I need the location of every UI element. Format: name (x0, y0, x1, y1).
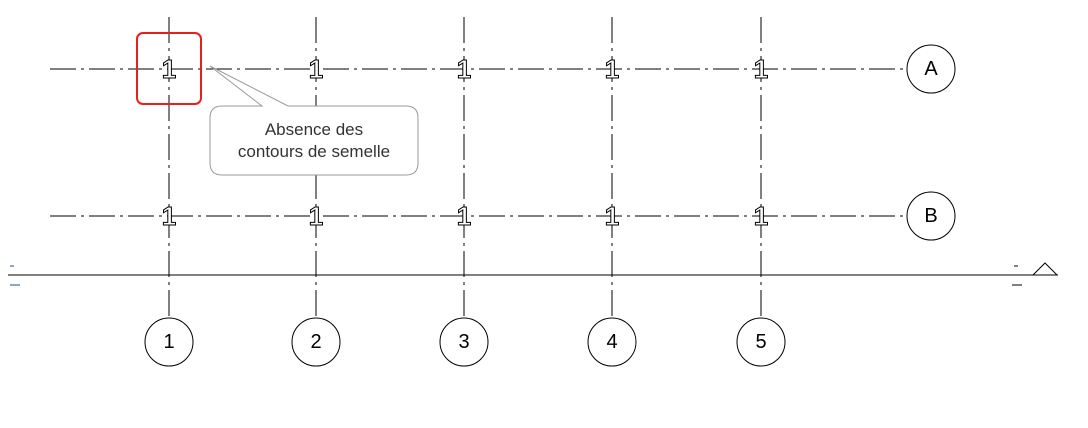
column-mark-a1[interactable]: 1 (161, 54, 176, 85)
grid-bubble-b-circle (906, 191, 956, 241)
column-mark-b3[interactable]: 1 (456, 201, 471, 232)
level-line-group (8, 262, 1059, 286)
grid-bubble-3-label: 3 (458, 331, 469, 353)
grid-bubble-5-label: 5 (755, 331, 766, 353)
grid-bubble-5[interactable]: 5 (736, 317, 786, 367)
grid-bubble-5-circle (736, 317, 786, 367)
grid-bubble-a[interactable]: A (906, 44, 956, 94)
grid-bubble-a-label: A (924, 58, 938, 80)
column-mark-b1[interactable]: 1 (161, 201, 176, 232)
grid-bubble-1-label: 1 (163, 331, 174, 353)
grid-bubble-3-circle (439, 317, 489, 367)
grid-bubble-b-label: B (924, 205, 937, 227)
column-mark-b2[interactable]: 1 (308, 201, 323, 232)
grid-bubble-4-circle (587, 317, 637, 367)
column-mark-a3[interactable]: 1 (456, 54, 471, 85)
grid-row-lines (50, 68, 906, 217)
grid-bubble-4[interactable]: 4 (587, 317, 637, 367)
callout-text-line1: Absence des (265, 120, 363, 139)
callout-shape (209, 65, 419, 176)
grid-column-lines (168, 17, 762, 318)
column-mark-b5[interactable]: 1 (753, 201, 768, 232)
row-bubbles: A B (906, 44, 956, 241)
grid-bubble-a-circle (906, 44, 956, 94)
column-markers: 1 1 1 1 1 1 1 1 1 1 (161, 54, 768, 232)
column-mark-a4[interactable]: 1 (604, 54, 619, 85)
grid-bubble-4-label: 4 (606, 331, 617, 353)
level-head-triangle-icon[interactable] (1031, 262, 1059, 276)
column-bubbles: 1 2 3 4 5 (144, 317, 786, 367)
grid-bubble-1-circle (144, 317, 194, 367)
column-mark-a2[interactable]: 1 (308, 54, 323, 85)
callout-text-line2: contours de semelle (238, 142, 390, 161)
grid-bubble-2-label: 2 (310, 331, 321, 353)
grid-bubble-3[interactable]: 3 (439, 317, 489, 367)
column-mark-b4[interactable]: 1 (604, 201, 619, 232)
grid-bubble-2[interactable]: 2 (291, 317, 341, 367)
callout-balloon: Absence des contours de semelle (209, 65, 419, 176)
grid-bubble-1[interactable]: 1 (144, 317, 194, 367)
column-mark-a5[interactable]: 1 (753, 54, 768, 85)
grid-bubble-2-circle (291, 317, 341, 367)
grid-bubble-b[interactable]: B (906, 191, 956, 241)
highlight-box (136, 32, 202, 105)
